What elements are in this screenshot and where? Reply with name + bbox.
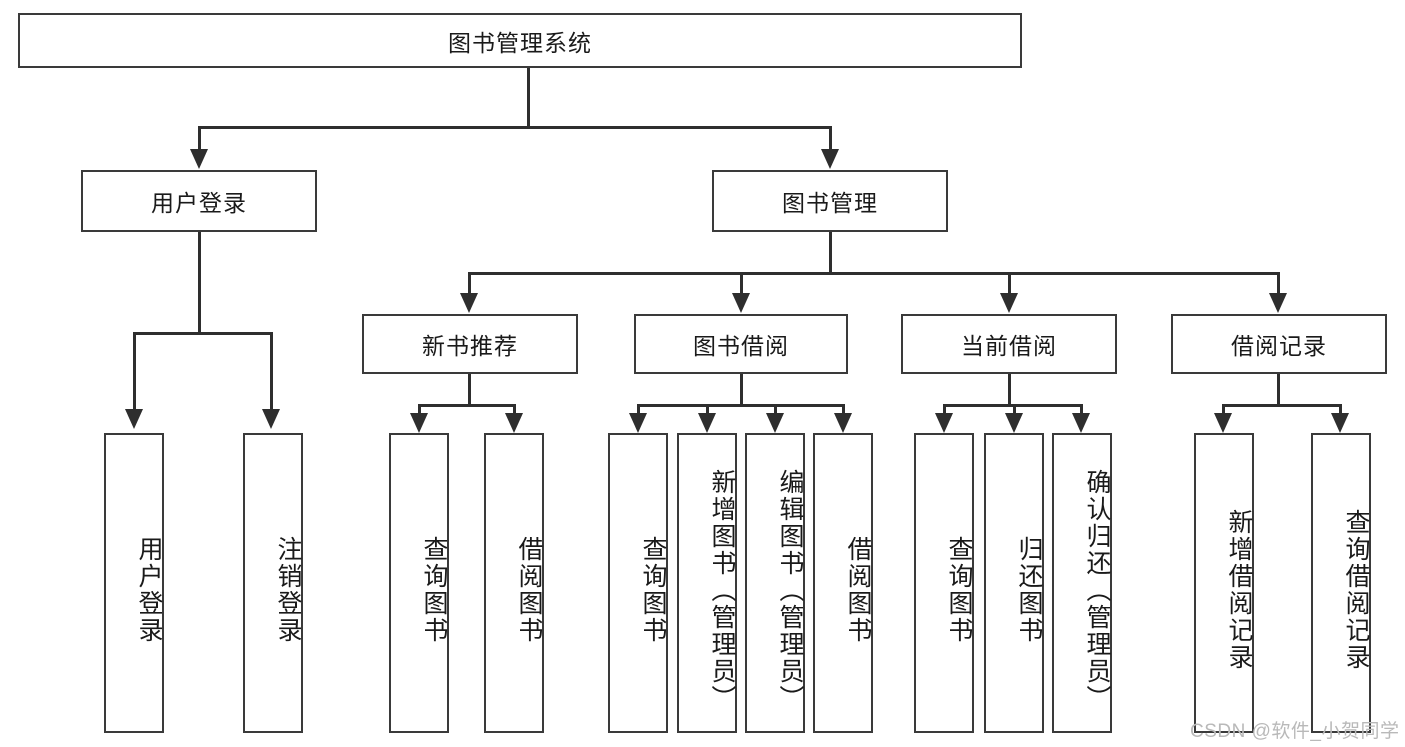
node-label: 查询图书 — [420, 536, 448, 644]
node-label: 新增借阅记录 — [1225, 509, 1253, 671]
connector-book-borrow-stem — [740, 374, 743, 406]
connector-user-login-leaf1 — [133, 332, 136, 410]
leaf-br-query-record[interactable]: 查询借阅记录 — [1311, 433, 1371, 733]
leaf-nbr-borrow-book[interactable]: 借阅图书 — [484, 433, 544, 733]
arrowhead-br-query-record — [1331, 413, 1349, 433]
leaf-user-login[interactable]: 用户登录 — [104, 433, 164, 733]
connector-book-management-stem — [829, 232, 832, 274]
arrowhead-leaf-user-login — [125, 409, 143, 429]
connector-cb-leaf2 — [1013, 404, 1016, 414]
node-label: 用户登录 — [151, 190, 247, 216]
arrowhead-cb-query-book — [935, 413, 953, 433]
arrowhead-cb-confirm-return — [1072, 413, 1090, 433]
arrowhead-bb-add-book — [698, 413, 716, 433]
node-label: 借阅图书 — [515, 536, 543, 644]
arrowhead-book-management — [821, 149, 839, 169]
connector-to-book-management — [829, 126, 832, 150]
arrowhead-bb-borrow-book — [834, 413, 852, 433]
connector-cb-leaf1 — [943, 404, 946, 414]
node-book-borrow[interactable]: 图书借阅 — [634, 314, 848, 374]
connector-bb-leaf1 — [637, 404, 640, 414]
connector-to-borrow-record — [1277, 272, 1280, 294]
node-borrow-record[interactable]: 借阅记录 — [1171, 314, 1387, 374]
arrowhead-book-borrow — [732, 293, 750, 313]
leaf-nbr-query-book[interactable]: 查询图书 — [389, 433, 449, 733]
csdn-watermark: CSDN @软件_小贺同学 — [1190, 716, 1399, 743]
connector-to-new-book-recommend — [468, 272, 471, 294]
arrowhead-user-login — [190, 149, 208, 169]
connector-current-borrow-bus — [943, 404, 1082, 407]
node-label: 确认归还（管理员） — [1083, 468, 1111, 712]
connector-user-login-leaf2 — [270, 332, 273, 410]
arrowhead-nbr-borrow-book — [505, 413, 523, 433]
node-label: 查询图书 — [945, 536, 973, 644]
node-label: 借阅图书 — [844, 536, 872, 644]
node-label: 归还图书 — [1015, 536, 1043, 644]
connector-level3-bus — [468, 272, 1280, 275]
connector-book-borrow-bus — [637, 404, 844, 407]
connector-user-login-bus — [133, 332, 272, 335]
node-label: 查询借阅记录 — [1342, 509, 1370, 671]
node-label: 图书借阅 — [693, 333, 789, 359]
connector-bb-leaf4 — [842, 404, 845, 414]
node-current-borrow[interactable]: 当前借阅 — [901, 314, 1117, 374]
node-label: 图书管理 — [782, 190, 878, 216]
connector-new-book-recommend-bus — [418, 404, 516, 407]
node-label: 新增图书（管理员） — [708, 468, 736, 712]
arrowhead-cb-return-book — [1005, 413, 1023, 433]
node-label: 图书管理系统 — [448, 29, 592, 56]
arrowhead-bb-query-book — [629, 413, 647, 433]
connector-bb-leaf3 — [774, 404, 777, 414]
connector-root-stem — [527, 68, 530, 128]
leaf-bb-edit-book[interactable]: 编辑图书（管理员） — [745, 433, 805, 733]
leaf-bb-borrow-book[interactable]: 借阅图书 — [813, 433, 873, 733]
node-book-management[interactable]: 图书管理 — [712, 170, 948, 232]
leaf-br-add-record[interactable]: 新增借阅记录 — [1194, 433, 1254, 733]
connector-borrow-record-stem — [1277, 374, 1280, 406]
connector-nbr-leaf2 — [513, 404, 516, 414]
connector-new-book-recommend-stem — [468, 374, 471, 406]
watermark-text: CSDN @软件_小贺同学 — [1190, 721, 1400, 742]
leaf-cb-return-book[interactable]: 归还图书 — [984, 433, 1044, 733]
node-label: 借阅记录 — [1231, 333, 1327, 359]
connector-to-book-borrow — [740, 272, 743, 294]
arrowhead-bb-edit-book — [766, 413, 784, 433]
node-label: 注销登录 — [274, 536, 302, 644]
node-label: 编辑图书（管理员） — [776, 468, 804, 712]
connector-br-leaf2 — [1339, 404, 1342, 414]
connector-bb-leaf2 — [706, 404, 709, 414]
arrowhead-leaf-logout — [262, 409, 280, 429]
arrowhead-nbr-query-book — [410, 413, 428, 433]
leaf-logout[interactable]: 注销登录 — [243, 433, 303, 733]
node-new-book-recommend[interactable]: 新书推荐 — [362, 314, 578, 374]
node-label: 当前借阅 — [961, 333, 1057, 359]
leaf-bb-add-book[interactable]: 新增图书（管理员） — [677, 433, 737, 733]
leaf-bb-query-book[interactable]: 查询图书 — [608, 433, 668, 733]
node-label: 新书推荐 — [422, 333, 518, 359]
arrowhead-borrow-record — [1269, 293, 1287, 313]
arrowhead-br-add-record — [1214, 413, 1232, 433]
node-label: 查询图书 — [639, 536, 667, 644]
arrowhead-new-book-recommend — [460, 293, 478, 313]
connector-nbr-leaf1 — [418, 404, 421, 414]
connector-br-leaf1 — [1222, 404, 1225, 414]
connector-to-current-borrow — [1008, 272, 1011, 294]
connector-to-user-login — [198, 126, 201, 150]
node-user-login[interactable]: 用户登录 — [81, 170, 317, 232]
leaf-cb-query-book[interactable]: 查询图书 — [914, 433, 974, 733]
node-root-book-management-system[interactable]: 图书管理系统 — [18, 13, 1022, 68]
connector-level2-bus — [198, 126, 831, 129]
connector-user-login-stem — [198, 232, 201, 334]
leaf-cb-confirm-return[interactable]: 确认归还（管理员） — [1052, 433, 1112, 733]
connector-current-borrow-stem — [1008, 374, 1011, 406]
connector-cb-leaf3 — [1080, 404, 1083, 414]
node-label: 用户登录 — [135, 536, 163, 644]
connector-borrow-record-bus — [1222, 404, 1341, 407]
arrowhead-current-borrow — [1000, 293, 1018, 313]
